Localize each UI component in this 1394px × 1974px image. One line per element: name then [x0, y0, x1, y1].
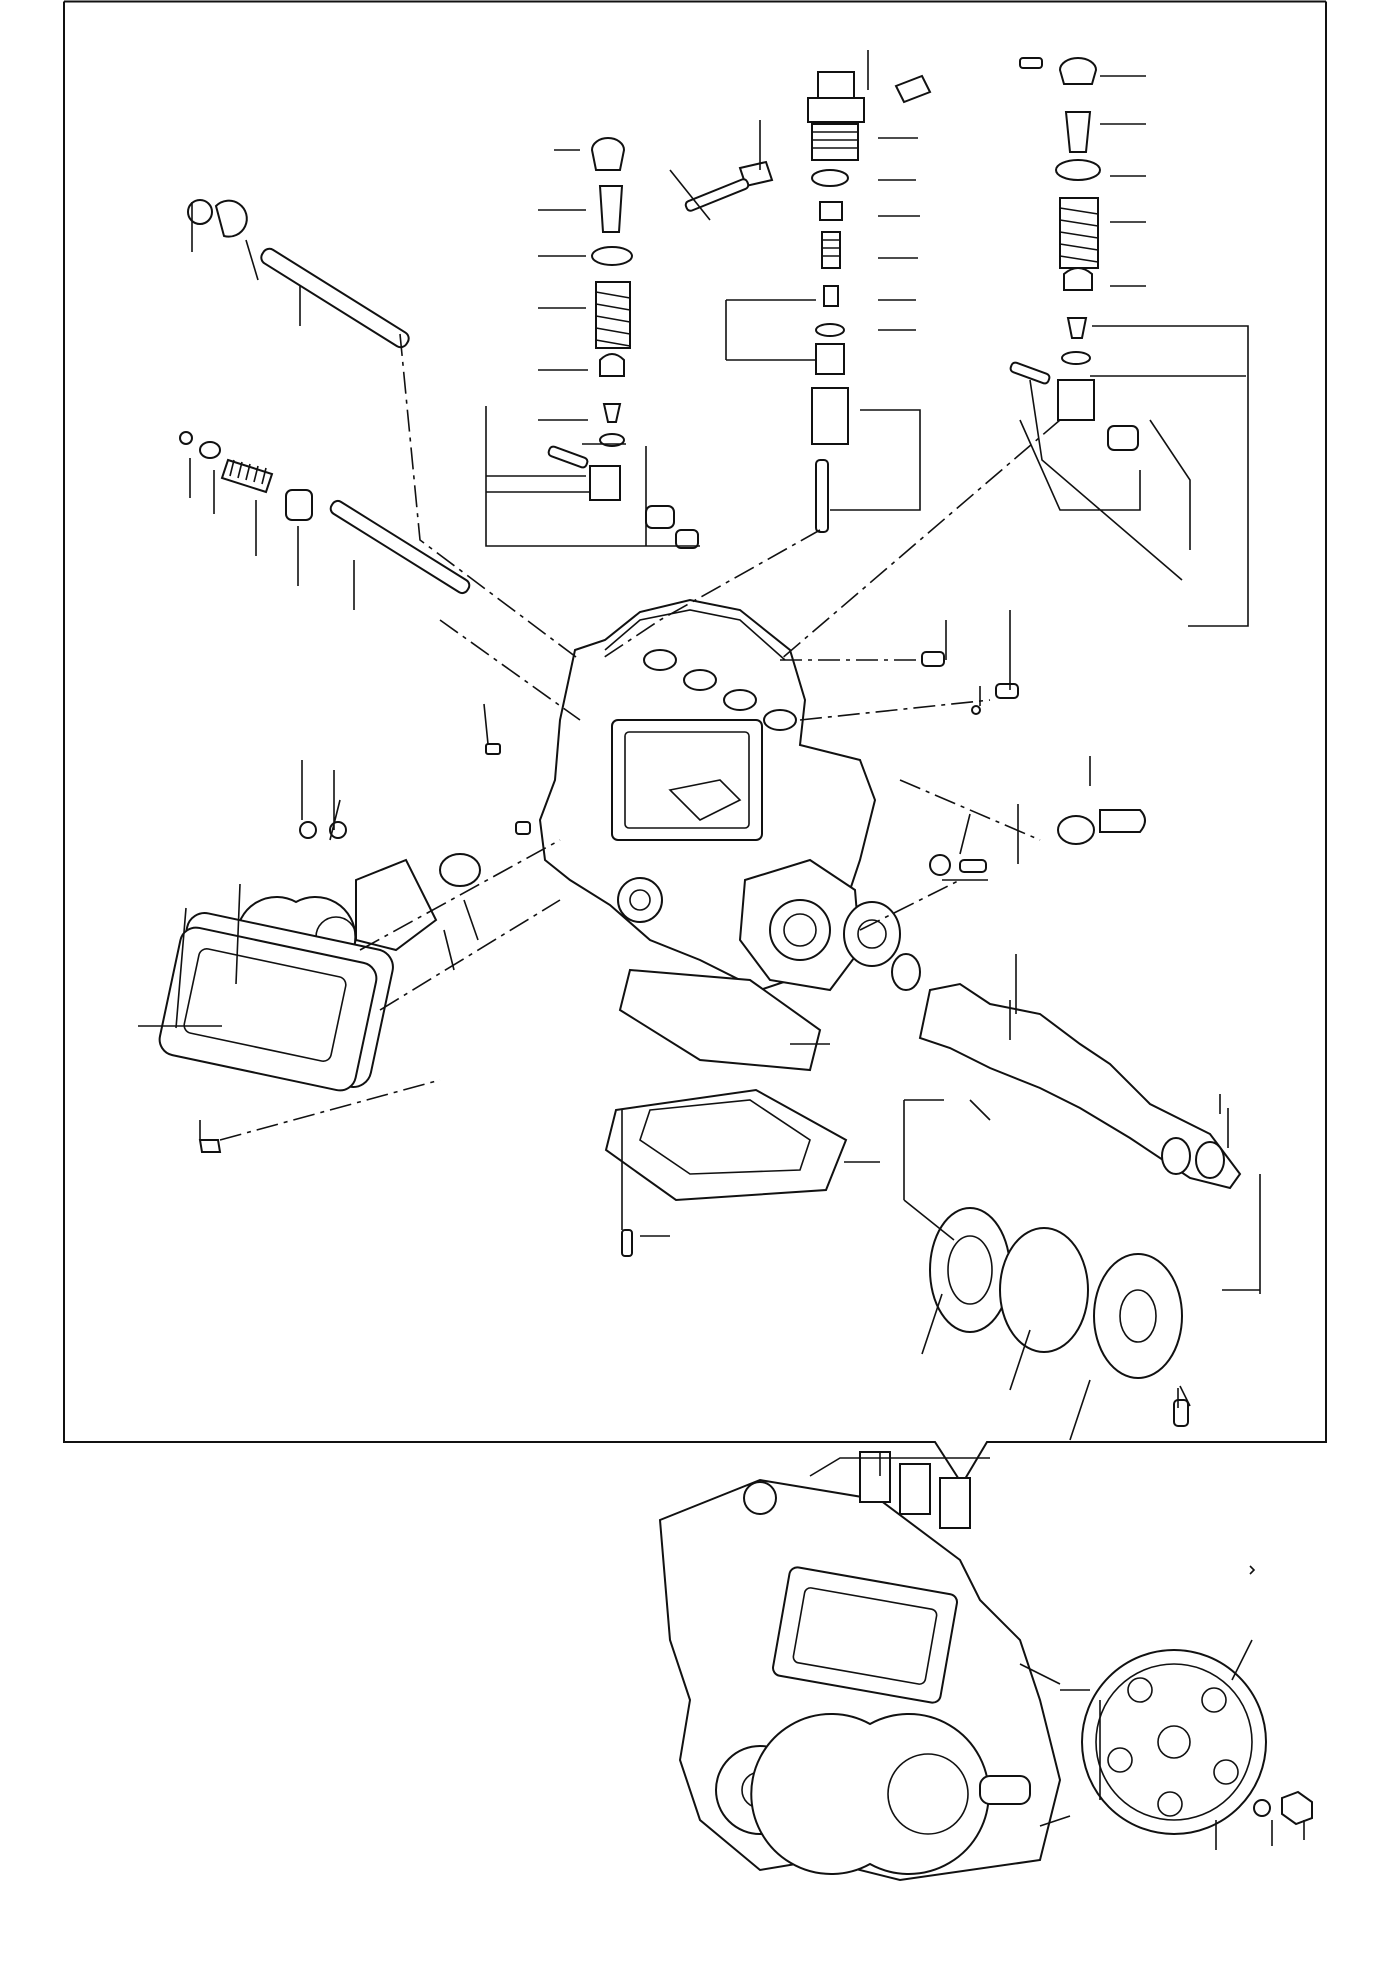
alignment-lines	[219, 333, 1061, 1141]
misc-small-parts	[485, 651, 1146, 876]
bottom-cover-gaskets	[604, 968, 848, 1257]
delivery-valve-stack-center	[684, 71, 932, 533]
camshaft-assembly	[843, 901, 1242, 1427]
pump-housing	[538, 598, 877, 992]
plunger-spring-stack-left	[547, 137, 699, 549]
small-mark	[1249, 1565, 1256, 1575]
feed-pump-assembly	[158, 821, 531, 1153]
control-rack-assembly	[179, 199, 471, 595]
assembled-pump-inset	[658, 1451, 1313, 1882]
leader-lines	[138, 50, 1261, 1441]
plunger-spring-stack-right	[1009, 57, 1139, 451]
